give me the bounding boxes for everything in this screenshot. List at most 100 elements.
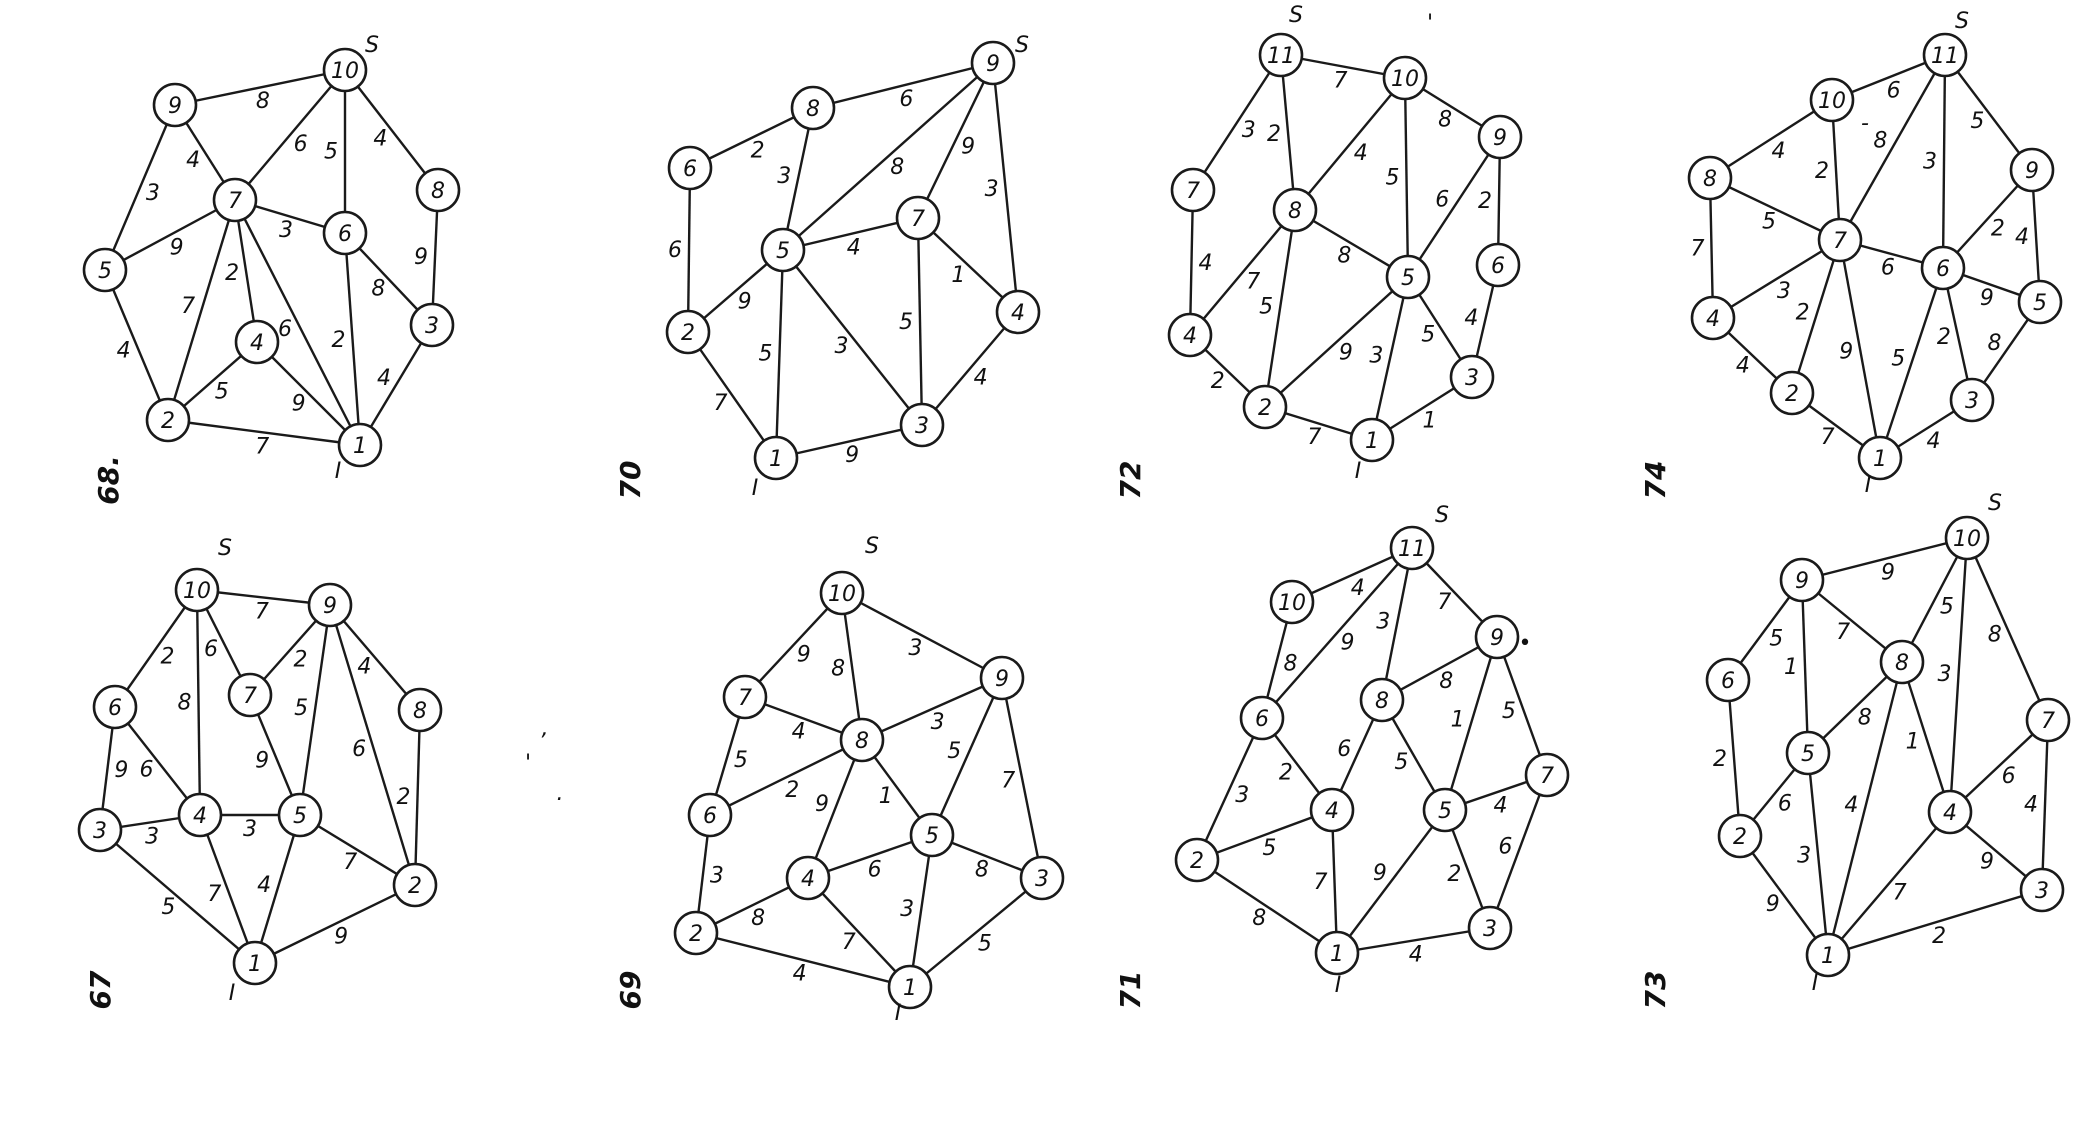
node-5: 5 xyxy=(2017,279,2063,325)
node-3: 3 xyxy=(77,807,123,853)
node-tag-i-1: I xyxy=(1335,973,1342,998)
node-3: 3 xyxy=(409,302,455,348)
edge-1-2 xyxy=(254,883,416,965)
node-7: 7 xyxy=(1170,167,1216,213)
edge-2-1 xyxy=(167,418,361,447)
node-circle-2 xyxy=(665,309,711,355)
node-label-8: 8 xyxy=(1895,651,1909,676)
edge-7-4 xyxy=(917,217,1019,313)
edge-weight-10-4: 3 xyxy=(1938,662,1952,687)
edge-7-9 xyxy=(916,62,995,219)
edge-7-10 xyxy=(234,69,346,201)
edge-weight-10-5: 5 xyxy=(1386,166,1400,191)
edge-6-8 xyxy=(689,106,814,170)
edge-weight-7-6: 3 xyxy=(279,218,293,243)
node-4: 4 xyxy=(995,289,1041,335)
edge-weight-8-1: 4 xyxy=(1844,793,1858,818)
edge-weight-4-7: 6 xyxy=(2002,764,2016,789)
node-1: 1 xyxy=(337,422,383,468)
edge-weight-11-8: 2 xyxy=(1267,122,1281,147)
node-label-2: 2 xyxy=(161,409,175,434)
edge-1-3 xyxy=(1336,926,1491,955)
edge-weight-5-7: 4 xyxy=(847,236,861,261)
node-circle-3 xyxy=(899,402,945,448)
edge-weight-2-1: 9 xyxy=(1766,892,1780,917)
node-5: 5 xyxy=(909,812,955,858)
node-circle-9 xyxy=(1477,114,1523,160)
edge-weight-5-9: 3 xyxy=(146,181,160,206)
edge-weight-10-11: 4 xyxy=(1351,576,1365,601)
node-circle-11 xyxy=(1258,32,1304,78)
edge-weight-5-8: 8 xyxy=(1858,706,1872,731)
node-circle-11 xyxy=(1922,32,1968,78)
figure-number-fig-72: 72 xyxy=(1114,461,1147,500)
edge-weight-8-5: 3 xyxy=(777,164,791,189)
edge-weight-10-7: 8 xyxy=(1988,623,2002,648)
node-circle-1 xyxy=(1857,435,1903,481)
edge-weight-8-9: 6 xyxy=(899,87,913,112)
node-5: 5 xyxy=(1422,787,1468,833)
node-circle-5 xyxy=(1385,254,1431,300)
edge-weight-8-10: 4 xyxy=(1354,141,1368,166)
node-circle-3 xyxy=(2019,867,2065,913)
node-tag-i-1: I xyxy=(1812,971,1819,996)
node-8: 8 xyxy=(1359,677,1405,723)
node-6: 6 xyxy=(92,684,138,730)
node-6: 6 xyxy=(667,145,713,191)
edge-6-1 xyxy=(343,232,362,446)
node-label-4: 4 xyxy=(1183,324,1197,349)
edge-weight-8-9: 3 xyxy=(931,710,945,735)
edge-weight-4-1: 7 xyxy=(842,930,856,955)
node-circle-7 xyxy=(1170,167,1216,213)
edge-weight-8-4: 1 xyxy=(1906,729,1920,754)
edge-weight-6-3: 2 xyxy=(1937,325,1951,350)
node-label-10: 10 xyxy=(1278,591,1306,616)
node-circle-10 xyxy=(322,47,368,93)
edge-weight-2-1: 7 xyxy=(255,434,269,459)
node-circle-4 xyxy=(1167,312,1213,358)
figure-number-fig-74: 74 xyxy=(1639,461,1672,500)
edge-weight-1-3: 2 xyxy=(1932,924,1946,949)
node-circle-10 xyxy=(174,567,220,613)
edge-weight-9-5: 4 xyxy=(2015,225,2029,250)
node-label-6: 6 xyxy=(703,804,717,829)
node-label-8: 8 xyxy=(1375,689,1389,714)
node-circle-8 xyxy=(1272,187,1318,233)
edge-weight-6-1: 2 xyxy=(332,328,346,353)
edge-weight-9-5: 1 xyxy=(1784,655,1798,680)
edge-3-1 xyxy=(358,324,434,446)
edge-weight-11-10: 7 xyxy=(1333,68,1347,93)
node-label-4: 4 xyxy=(193,804,207,829)
node-4: 4 xyxy=(1927,789,1973,835)
node-tag-i-1: I xyxy=(1355,459,1362,484)
node-7: 7 xyxy=(212,177,258,223)
edge-weight-5-1: 3 xyxy=(1797,843,1811,868)
edge-weight-10-11: 6 xyxy=(1887,79,1901,104)
edge-weight-8-5: 1 xyxy=(879,784,893,809)
node-label-11: 11 xyxy=(1267,44,1295,69)
edge-11-6 xyxy=(1941,54,1947,269)
node-circle-9 xyxy=(979,655,1025,701)
node-10: 10 xyxy=(1944,515,1990,561)
node-circle-7 xyxy=(212,177,258,223)
node-circle-10 xyxy=(1944,515,1990,561)
edge-weight-8-2: 5 xyxy=(1259,294,1273,319)
edge-weight-4-5: 6 xyxy=(868,858,882,883)
edge-weight-7-9: 2 xyxy=(293,647,307,672)
node-circle-6 xyxy=(1239,695,1285,741)
edge-weight-5-1: 3 xyxy=(900,897,914,922)
edge-weight-10-9: 3 xyxy=(908,636,922,661)
edge-weight-9-4: 3 xyxy=(985,177,999,202)
node-9: 9 xyxy=(979,655,1025,701)
edge-8-1 xyxy=(1826,661,1904,956)
edge-weight-4-7: 4 xyxy=(1198,251,1212,276)
node-circle-8 xyxy=(1879,639,1925,685)
node-label-4: 4 xyxy=(1011,301,1025,326)
node-1: 1 xyxy=(887,964,933,1010)
edge-weight-5-3: 5 xyxy=(1421,323,1435,348)
node-label-10: 10 xyxy=(1953,527,1981,552)
node-11: 11 xyxy=(1389,525,1435,571)
edge-weight-5-7: 9 xyxy=(170,235,184,260)
node-circle-4 xyxy=(1690,295,1736,341)
node-label-4: 4 xyxy=(250,331,264,356)
